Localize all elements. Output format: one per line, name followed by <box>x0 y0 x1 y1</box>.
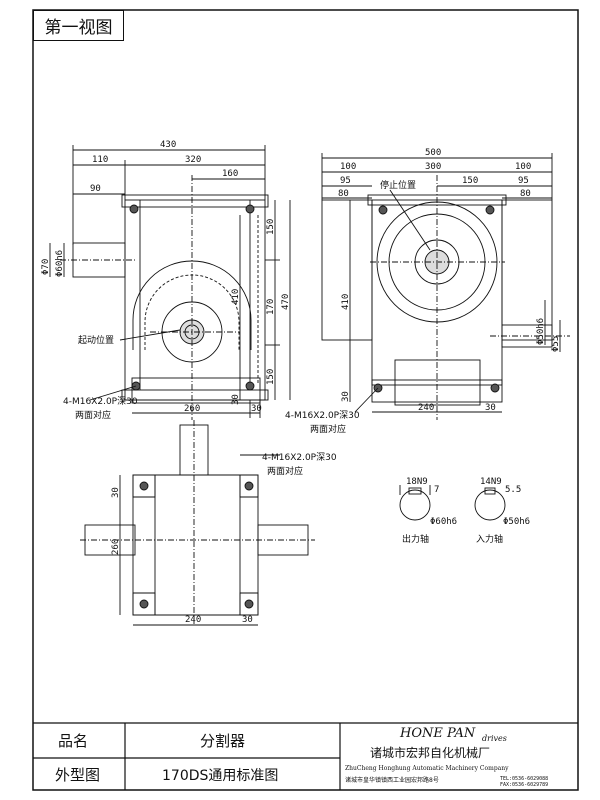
fv-dim-150-bottom: 150 <box>266 369 276 385</box>
in-label: 入力轴 <box>476 533 503 545</box>
fv-dim-30-right: 30 <box>251 404 262 414</box>
sv-dim-95-right: 95 <box>518 176 529 186</box>
fv-dim-60h6: Φ60h6 <box>55 250 65 277</box>
fv-dim-410: 410 <box>231 289 241 305</box>
front-hole-br <box>245 381 255 391</box>
tb-name-label: 品名 <box>58 732 88 750</box>
sv-dim-100-left: 100 <box>340 162 356 172</box>
fv-dim-150-top: 150 <box>266 219 276 235</box>
fv-dim-470: 470 <box>281 294 291 310</box>
sv-dim-30-right: 30 <box>485 403 496 413</box>
tb-company-cn: 诸城市宏邦自化机械厂 <box>370 745 490 760</box>
tb-type-value: 170DS通用标准图 <box>162 768 278 784</box>
tb-fax: FAX:0536-6029789 <box>500 782 548 788</box>
fv-dim-320: 320 <box>185 155 201 165</box>
in-key-width: 14N9 <box>480 477 502 487</box>
sv-dim-410: 410 <box>341 294 351 310</box>
sv-dim-500: 500 <box>425 148 441 158</box>
view-tag: 第一视图 <box>33 10 124 41</box>
fv-dim-430: 430 <box>160 140 176 150</box>
front-view <box>49 145 291 420</box>
side-view <box>321 153 570 420</box>
tb-name-value: 分割器 <box>200 732 245 750</box>
fv-start-position: 起动位置 <box>78 334 114 346</box>
sv-dim-95-left: 95 <box>340 176 351 186</box>
fv-dim-160: 160 <box>222 169 238 179</box>
bv-body <box>132 474 259 616</box>
bv-dim-260: 260 <box>111 539 121 555</box>
sv-dim-55: Φ55 <box>551 336 561 352</box>
sv-dim-80-left: 80 <box>338 189 349 199</box>
tb-tel: TEL:0536-6029088 <box>500 776 548 782</box>
fv-hole-callout: 4-M16X2.0P深30 <box>63 396 138 407</box>
front-hole-tr <box>245 204 255 214</box>
out-label: 出力轴 <box>402 533 429 545</box>
tb-company-en: ZhuCheng Honghung Automatic Machinery Co… <box>345 765 509 772</box>
title-block <box>33 722 578 790</box>
sv-stop-position: 停止位置 <box>380 179 416 191</box>
output-shaft-section <box>399 489 431 521</box>
fv-hole-note: 两面对应 <box>75 409 111 421</box>
bv-hole-note: 两面对应 <box>267 465 303 477</box>
fv-dim-170: 170 <box>266 299 276 315</box>
sv-dim-300: 300 <box>425 162 441 172</box>
input-shaft-section <box>474 489 506 521</box>
fv-dim-30-height: 30 <box>231 394 241 405</box>
sv-hole-note: 两面对应 <box>310 423 346 435</box>
sheet-border <box>32 9 579 791</box>
fv-dim-110: 110 <box>92 155 108 165</box>
bv-dim-30-right: 30 <box>242 615 253 625</box>
out-diameter: Φ60h6 <box>430 517 457 527</box>
in-depth: 5.5 <box>505 485 521 495</box>
bv-dim-240: 240 <box>185 615 201 625</box>
sv-dim-240: 240 <box>418 403 434 413</box>
bottom-view <box>80 420 315 626</box>
fv-dim-90: 90 <box>90 184 101 194</box>
bv-dim-30: 30 <box>111 487 121 498</box>
fv-dim-260: 260 <box>184 404 200 414</box>
bv-hole-callout: 4-M16X2.0P深30 <box>262 452 337 463</box>
fv-dim-70: Φ70 <box>41 259 51 275</box>
sv-dim-80-right: 80 <box>520 189 531 199</box>
sv-hole-callout: 4-M16X2.0P深30 <box>285 410 360 421</box>
tb-type-label: 外型图 <box>55 766 100 784</box>
shaft-details <box>399 485 506 521</box>
tb-brand-suffix: drives <box>482 734 507 743</box>
sv-dim-100-right: 100 <box>515 162 531 172</box>
sv-dim-30: 30 <box>341 391 351 402</box>
front-body <box>124 199 266 401</box>
tb-address: 诸城市皇华镇镇西工业园宏邦路8号 <box>345 776 439 784</box>
in-diameter: Φ50h6 <box>503 517 530 527</box>
sv-dim-150: 150 <box>462 176 478 186</box>
out-key-width: 18N9 <box>406 477 428 487</box>
tb-brand: HONE PAN <box>399 726 476 741</box>
out-depth: 7 <box>434 485 439 495</box>
front-hole-tl <box>129 204 139 214</box>
sv-dim-50h6: Φ50h6 <box>536 318 546 345</box>
